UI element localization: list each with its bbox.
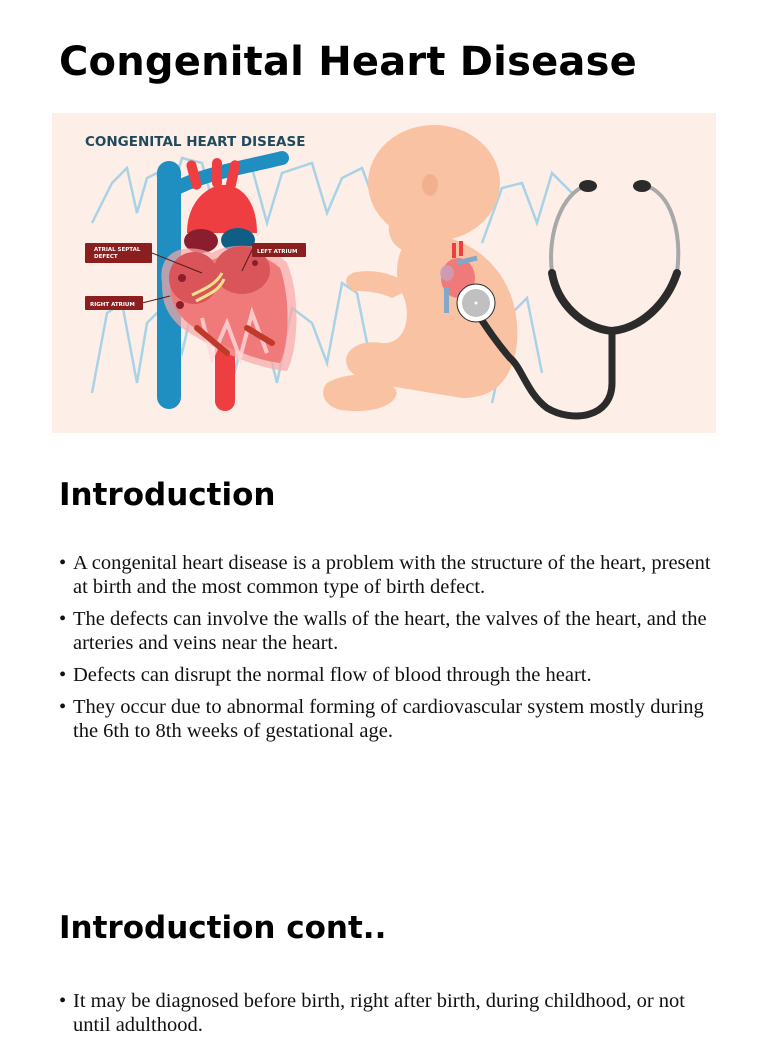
list-item: •Defects can disrupt the normal flow of … (59, 664, 592, 686)
illustration-heading: CONGENITAL HEART DISEASE (85, 134, 305, 150)
list-item: •They occur due to abnormal forming of c… (59, 696, 704, 742)
list-item: •A congenital heart disease is a problem… (59, 552, 711, 598)
section-heading-introduction: Introduction (59, 477, 276, 513)
heart-cross-section-icon (161, 245, 297, 371)
svg-text:LEFT ATRIUM: LEFT ATRIUM (257, 249, 298, 255)
label-atrial-septal-defect: ATRIAL SEPTAL DEFECT (85, 243, 152, 263)
hero-illustration: CONGENITAL HEART DISEASE (52, 113, 716, 433)
section-heading-introduction-cont: Introduction cont.. (59, 910, 387, 946)
label-left-atrium: LEFT ATRIUM (252, 243, 306, 257)
list-item: •It may be diagnosed before birth, right… (59, 990, 685, 1036)
list-item: •The defects can involve the walls of th… (59, 608, 707, 654)
bullet-icon: • (59, 552, 67, 574)
fetus-icon (323, 125, 518, 412)
page-title: Congenital Heart Disease (59, 39, 637, 85)
bullet-icon: • (59, 664, 67, 686)
svg-text:DEFECT: DEFECT (94, 254, 118, 260)
svg-text:RIGHT ATRIUM: RIGHT ATRIUM (90, 302, 135, 308)
label-right-atrium: RIGHT ATRIUM (85, 296, 143, 310)
bullet-icon: • (59, 990, 67, 1012)
svg-text:ATRIAL SEPTAL: ATRIAL SEPTAL (94, 247, 141, 253)
bullet-icon: • (59, 696, 67, 718)
bullet-icon: • (59, 608, 67, 630)
stethoscope-icon (456, 180, 681, 420)
introduction-cont-bullet-list: •It may be diagnosed before birth, right… (59, 989, 719, 1045)
introduction-bullet-list: •A congenital heart disease is a problem… (59, 551, 719, 751)
